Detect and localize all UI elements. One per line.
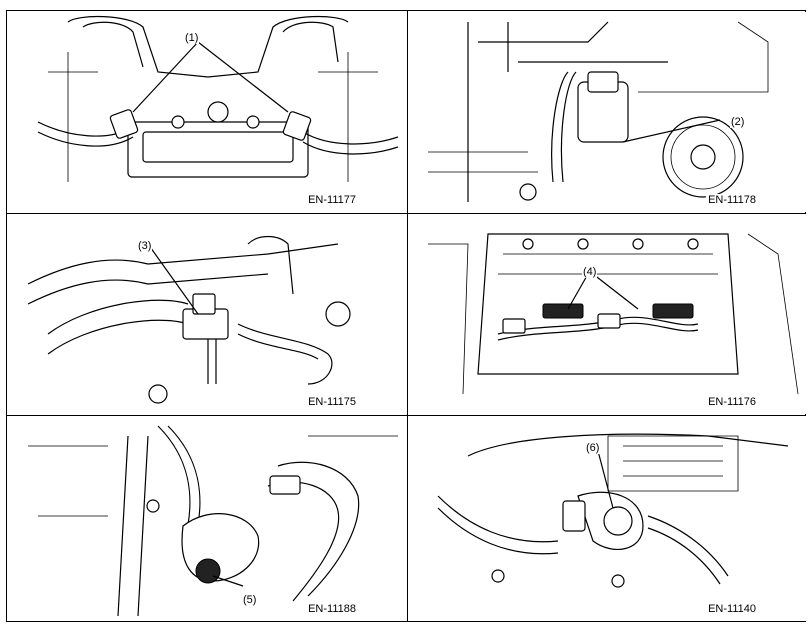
figure-code-1: EN-11177 <box>306 194 358 206</box>
figure-code-6: EN-11140 <box>706 603 758 615</box>
grid-divider-row-1 <box>7 213 805 214</box>
callout-5: (5) <box>242 594 258 606</box>
engine-illustration-2 <box>428 21 769 202</box>
callout-6: (6) <box>585 442 601 454</box>
panel-3: (3) EN-11175 <box>8 214 406 414</box>
engine-illustration-3 <box>27 235 351 404</box>
panel-2: (2) EN-11178 <box>408 12 806 212</box>
panel-1: (1) EN-11177 <box>8 12 406 212</box>
engine-illustration-6 <box>437 433 789 588</box>
engine-illustration-1 <box>37 15 399 182</box>
grid-divider-row-2 <box>7 415 805 416</box>
callout-4: (4) <box>582 266 598 278</box>
figure-code-3: EN-11175 <box>306 396 358 408</box>
callout-3: (3) <box>137 240 153 252</box>
callout-1: (1) <box>184 32 200 44</box>
figure-code-5: EN-11188 <box>306 603 358 615</box>
panel-5: (5) EN-11188 <box>8 416 406 621</box>
callout-2: (2) <box>730 116 746 128</box>
figure-grid: (1) EN-11177 (2) EN-11178 <box>6 10 806 622</box>
panel-4: (4) EN-11176 <box>408 214 806 414</box>
figure-code-2: EN-11178 <box>706 194 758 206</box>
engine-illustration-5 <box>28 425 398 617</box>
grid-divider-vertical <box>407 11 408 621</box>
figure-code-4: EN-11176 <box>706 396 758 408</box>
engine-illustration-4 <box>428 233 799 395</box>
panel-6: (6) EN-11140 <box>408 416 806 621</box>
